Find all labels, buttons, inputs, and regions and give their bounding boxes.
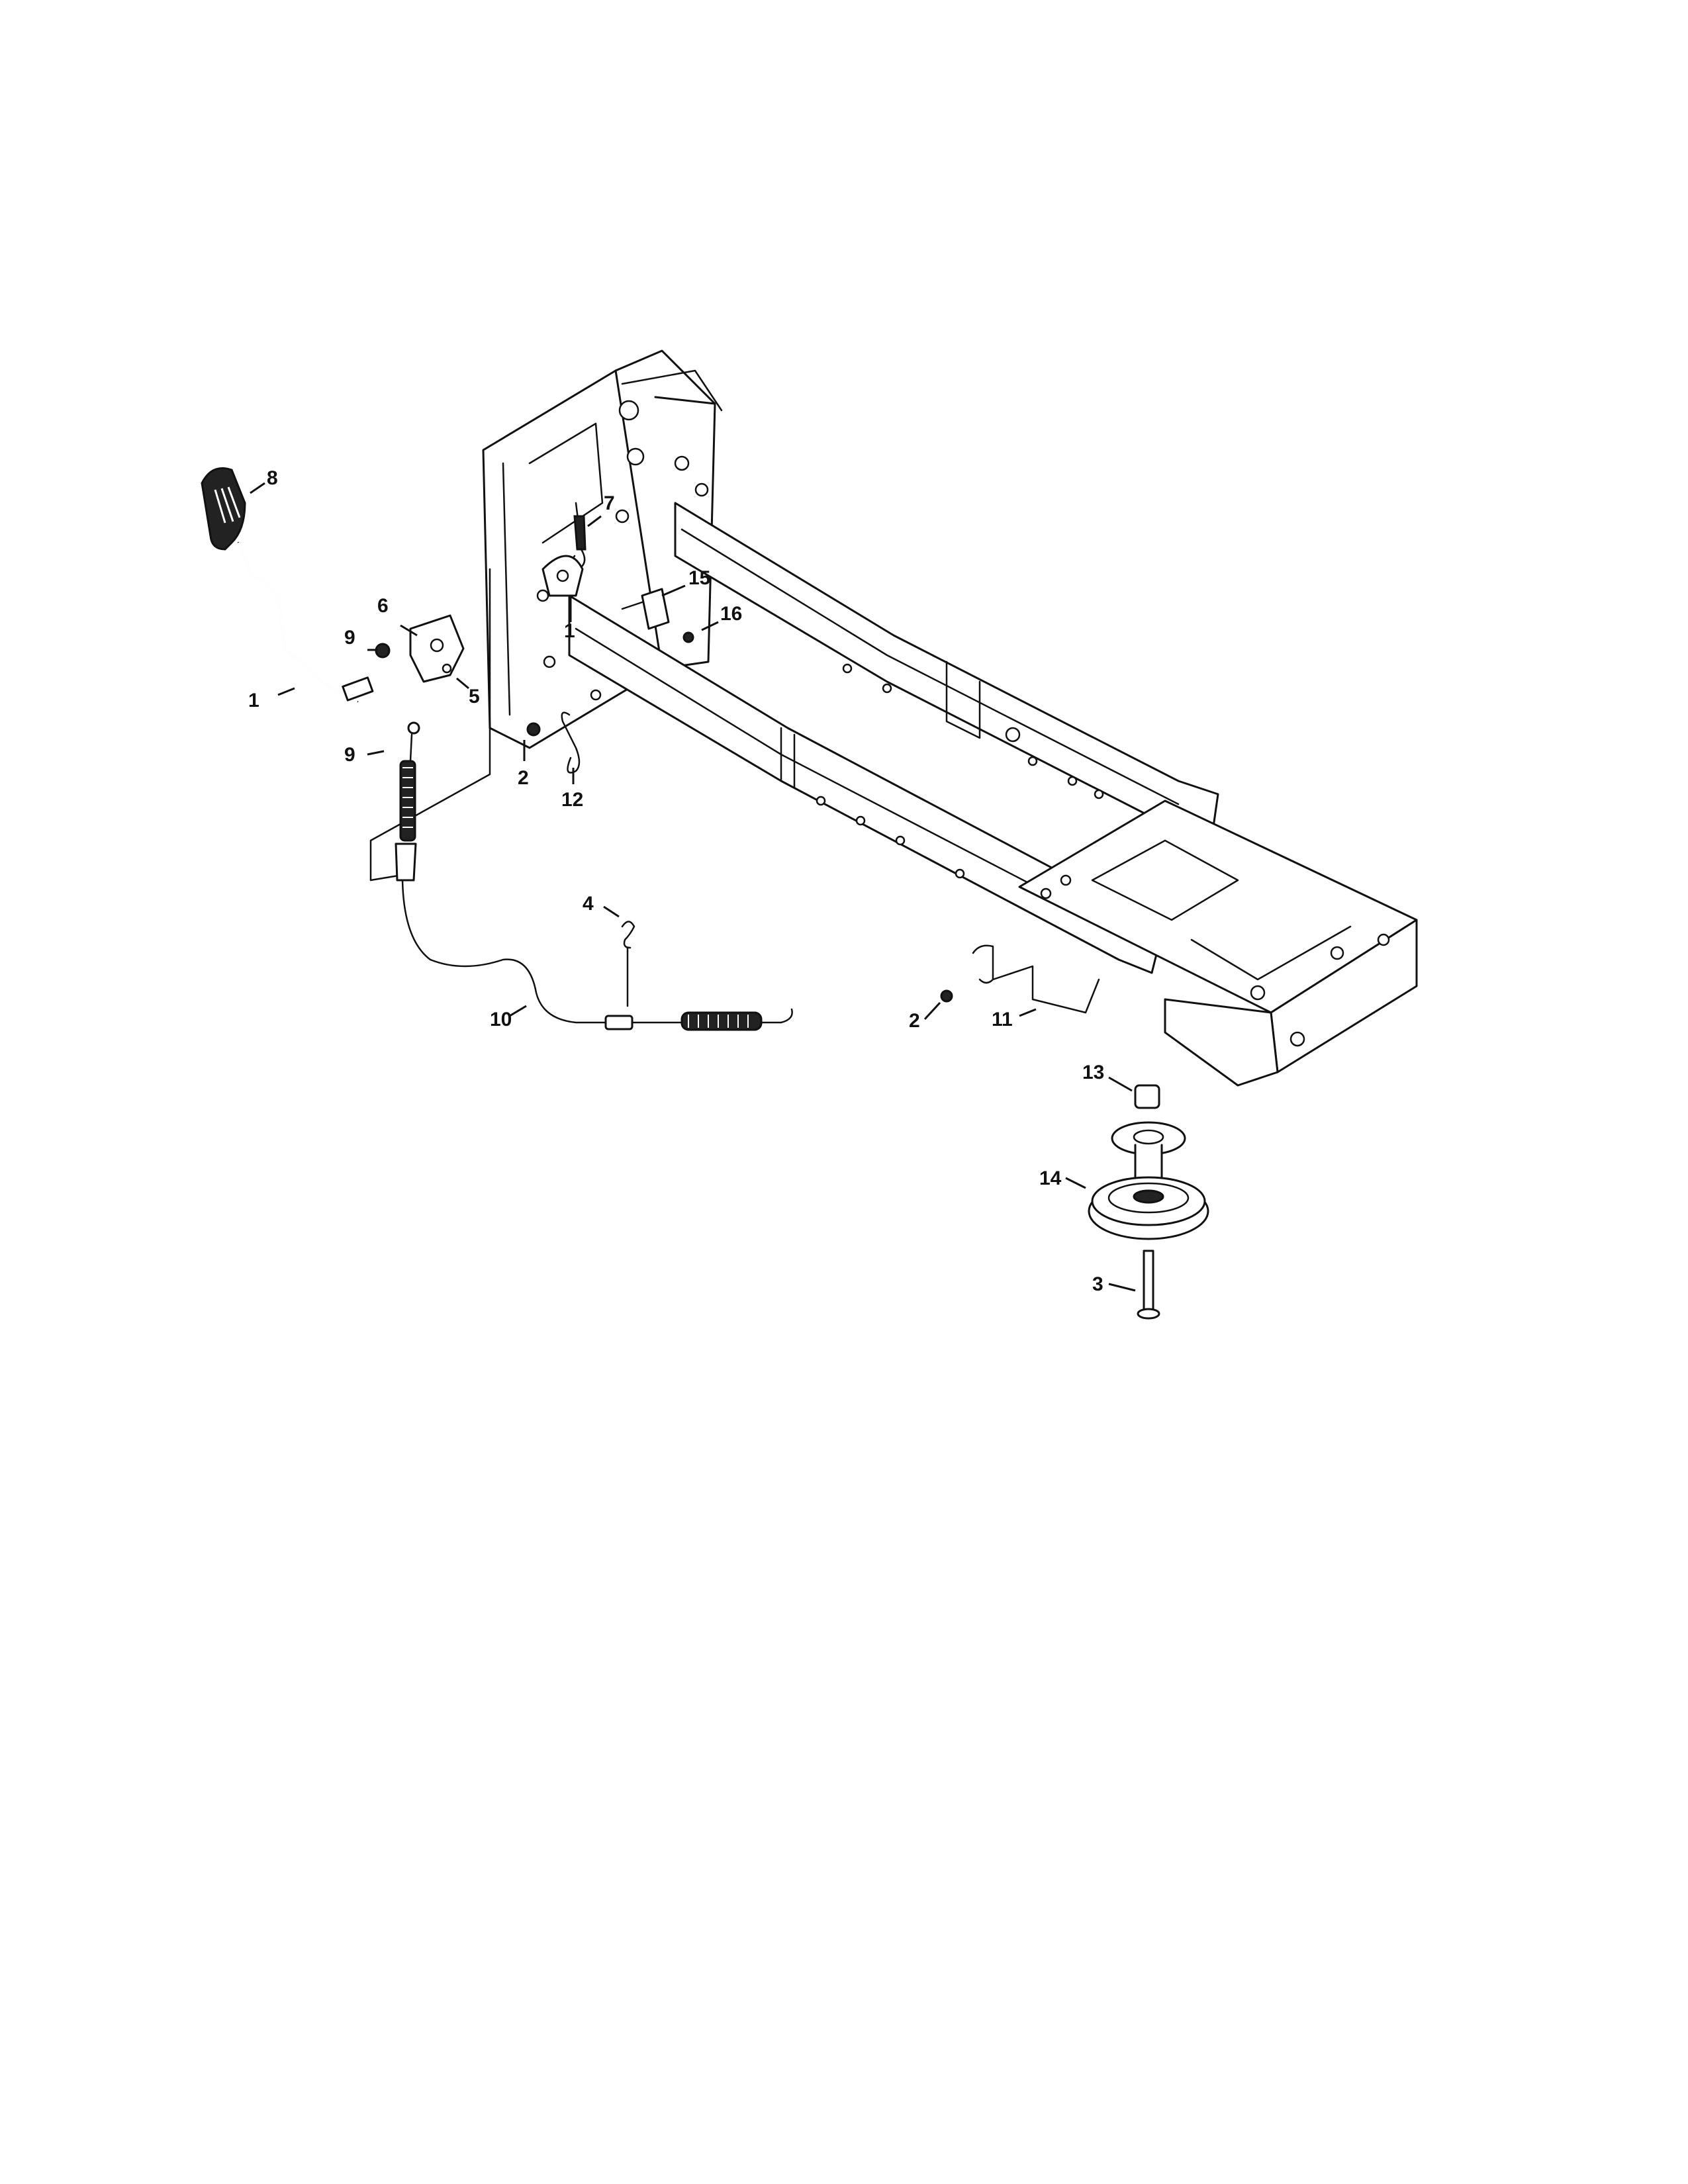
callout-9-upper: 9 (344, 627, 355, 649)
callout-6: 6 (377, 595, 389, 617)
lever-rod-icon (237, 541, 374, 703)
bolt-icon-2 (526, 722, 541, 737)
callout-13: 13 (1082, 1062, 1104, 1083)
callout-11: 11 (992, 1009, 1013, 1030)
callout-2-rear: 2 (518, 767, 529, 789)
callout-14: 14 (1039, 1167, 1062, 1189)
callout-labels: 8 7 15 16 6 9 1 1 5 9 2 12 4 10 2 11 13 … (248, 467, 1104, 1295)
callout-10: 10 (490, 1009, 512, 1030)
idler-pulley-icon (1088, 1084, 1209, 1320)
wire-hook-icon (561, 711, 581, 774)
callout-1-lever: 1 (248, 690, 259, 711)
callout-1-pivot: 1 (564, 620, 575, 642)
callout-2-front: 2 (909, 1010, 920, 1032)
callout-3: 3 (1092, 1273, 1103, 1295)
tractor-frame (369, 349, 1418, 1087)
leader-lines (250, 482, 1136, 1292)
latch-block-icon (621, 588, 694, 643)
callout-5: 5 (469, 686, 480, 707)
hair-pin-clip-icon (621, 921, 635, 1007)
bolt-icon (375, 643, 391, 659)
callout-15: 15 (688, 567, 710, 589)
mounting-bracket-icon (409, 614, 465, 683)
pivot-plate-icon (541, 555, 584, 637)
linkage-rod-icon (940, 944, 1100, 1014)
control-cable-icon (395, 721, 793, 1031)
callout-12: 12 (561, 789, 583, 811)
callout-8: 8 (267, 467, 278, 489)
handle-grip-icon (201, 467, 246, 551)
callout-7: 7 (604, 492, 615, 514)
callout-4: 4 (583, 893, 594, 915)
callout-9-lower: 9 (344, 744, 355, 766)
callout-16: 16 (720, 603, 742, 625)
